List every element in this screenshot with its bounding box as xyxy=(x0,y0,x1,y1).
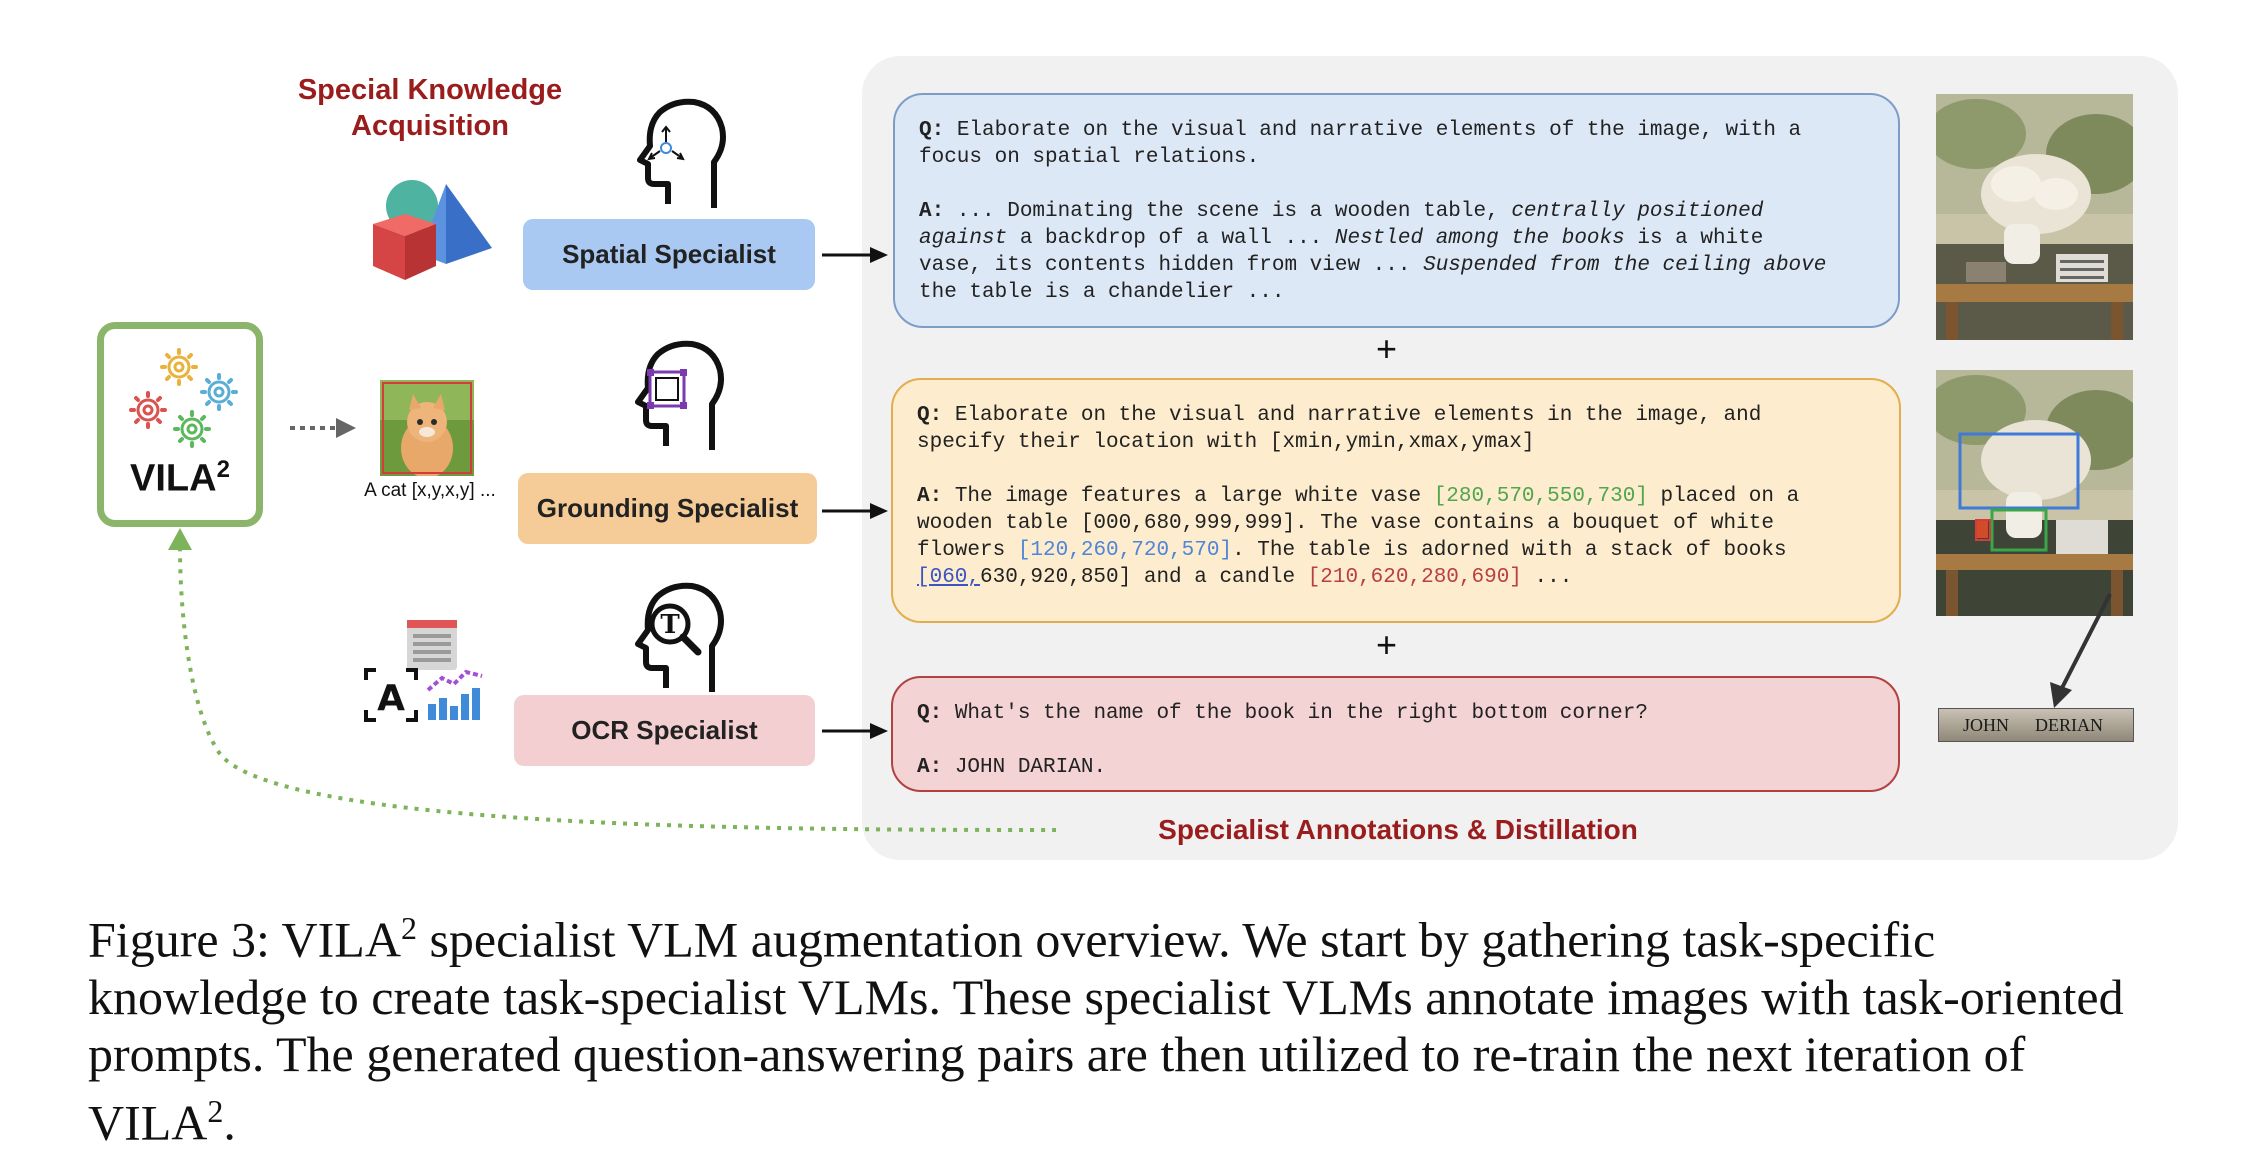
caption-text-1b: specialist VLM augmentation overview. We… xyxy=(416,911,1936,968)
plus-sign-1: + xyxy=(1376,328,1398,369)
answer-text-7: ... xyxy=(1521,566,1573,589)
spatial-specialist: Spatial Specialist xyxy=(523,219,815,290)
gears-icon xyxy=(129,348,238,448)
caption-sup-4: 2 xyxy=(207,1092,224,1129)
caption-text-4b: . xyxy=(223,1094,236,1151)
caption-line-1: Figure 3: VILA2 specialist VLM augmentat… xyxy=(88,900,2188,969)
q-tag: Q: xyxy=(919,119,945,142)
3d-shapes-icon xyxy=(373,180,492,280)
grounding-head-icon xyxy=(635,340,724,450)
answer-text-5: the table is a chandelier ... xyxy=(919,281,1285,304)
vila-name: VILA xyxy=(130,457,217,500)
dotted-arrow-to-cat xyxy=(290,418,356,438)
svg-text:A: A xyxy=(377,678,405,719)
answer-text-3: wooden table [000,680,999,999]. The vase… xyxy=(917,512,1774,535)
vila-superscript: 2 xyxy=(216,456,230,483)
answer-text-6: 630,920,850] and a candle xyxy=(980,566,1308,589)
question-text: What's the name of the book in the right… xyxy=(942,702,1648,725)
answer-text-5: . The table is adorned with a stack of b… xyxy=(1232,539,1787,562)
ocr-specialist: OCR Specialist xyxy=(514,695,815,766)
a-tag: A: xyxy=(919,200,945,223)
answer-text: The image features a large white vase xyxy=(942,485,1434,508)
svg-text:T: T xyxy=(660,610,680,640)
answer-italic: centrally positioned xyxy=(1511,200,1764,223)
caption-sup-1: 2 xyxy=(400,910,417,946)
candle-coordinates: [210,620,280,690] xyxy=(1307,566,1522,589)
question-text: Elaborate on the visual and narrative el… xyxy=(942,404,1762,427)
figure-caption: Figure 3: VILA2 specialist VLM augmentat… xyxy=(88,900,2188,1151)
answer-text: JOHN DARIAN. xyxy=(942,756,1107,779)
q-tag: Q: xyxy=(917,404,943,427)
answer-text: ... Dominating the scene is a wooden tab… xyxy=(944,200,1512,223)
book-spine-word-2: DERIAN xyxy=(2035,715,2103,735)
cat-image xyxy=(380,380,474,476)
knowledge-title-line2: Acquisition xyxy=(351,110,509,142)
answer-text-2: a backdrop of a wall ... xyxy=(1007,227,1335,250)
caption-text-4a: VILA xyxy=(88,1094,208,1151)
ocr-document-icon: A xyxy=(364,620,483,722)
answer-italic-2: against xyxy=(919,227,1008,250)
caption-text-1a: Figure 3: VILA xyxy=(88,911,401,968)
question-text-2: focus on spatial relations. xyxy=(919,146,1260,169)
answer-italic-3: Nestled among the books xyxy=(1334,227,1625,250)
question-text: Elaborate on the visual and narrative el… xyxy=(944,119,1802,142)
spatial-qa-box: Q: Elaborate on the visual and narrative… xyxy=(893,93,1900,328)
vila-label: VILA2 xyxy=(104,456,256,501)
books-coordinates: [060, xyxy=(917,566,981,589)
room-photo-grounding xyxy=(1936,370,2133,616)
question-text-2: specify their location with [xmin,ymin,x… xyxy=(917,431,1535,454)
q-tag: Q: xyxy=(917,702,943,725)
arrow-photo-to-spine xyxy=(2050,593,2112,708)
book-spine-image: JOHN DERIAN xyxy=(1938,708,2134,742)
caption-line-3: prompts. The generated question-answerin… xyxy=(88,1025,2026,1082)
plus-sign-2: + xyxy=(1376,624,1398,665)
knowledge-title: Special Knowledge Acquisition xyxy=(270,72,590,144)
knowledge-title-line1: Special Knowledge xyxy=(297,74,563,106)
answer-text-3: is a white xyxy=(1624,227,1764,250)
answer-text-4: vase, its contents hidden from view ... xyxy=(919,254,1424,277)
distillation-feedback-arrow xyxy=(168,528,1057,832)
spatial-head-icon xyxy=(637,98,726,208)
arrow-spatial-to-qa xyxy=(822,247,888,263)
arrow-ocr-to-qa xyxy=(822,723,888,739)
vase-coordinates: [280,570,550,730] xyxy=(1433,485,1648,508)
answer-italic-4: Suspended from the ceiling above xyxy=(1423,254,1827,277)
caption-line-2: knowledge to create task-specialist VLMs… xyxy=(88,968,2124,1025)
grounding-specialist: Grounding Specialist xyxy=(518,473,817,544)
book-spine-word-1: JOHN xyxy=(1963,715,2010,735)
grounding-qa-box: Q: Elaborate on the visual and narrative… xyxy=(891,378,1901,623)
flowers-coordinates: [120,260,720,570] xyxy=(1017,539,1233,562)
answer-text-4: flowers xyxy=(917,539,1018,562)
cat-caption: A cat [x,y,x,y] ... xyxy=(364,480,496,501)
ocr-qa-box: Q: What's the name of the book in the ri… xyxy=(891,676,1900,792)
arrow-grounding-to-qa xyxy=(822,503,888,519)
caption-line-4: VILA2. xyxy=(88,1083,2188,1152)
ocr-head-icon: T xyxy=(635,582,724,692)
answer-text-2: placed on a xyxy=(1647,485,1800,508)
vila-model-box: VILA2 xyxy=(97,322,263,527)
a-tag: A: xyxy=(917,485,943,508)
room-photo-spatial xyxy=(1936,94,2133,340)
a-tag: A: xyxy=(917,756,943,779)
distillation-title: Specialist Annotations & Distillation xyxy=(1158,814,1638,845)
